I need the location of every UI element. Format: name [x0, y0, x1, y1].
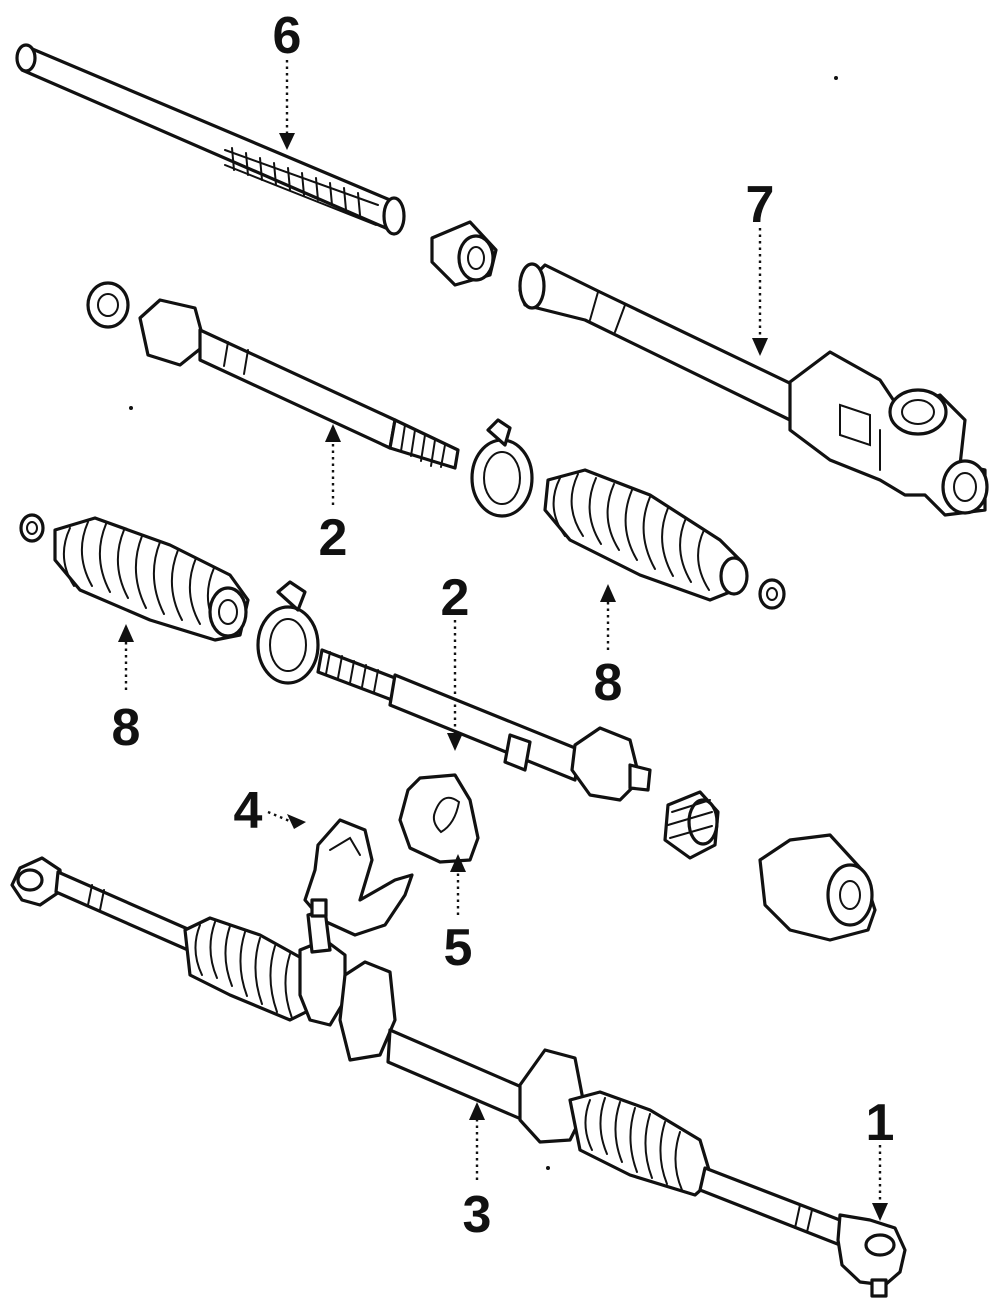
small-bushing	[663, 790, 720, 860]
rack-housing-part	[518, 262, 989, 517]
rack-boot-left	[53, 516, 250, 642]
insulator-part	[398, 773, 480, 864]
nut-right	[758, 578, 786, 610]
callout-2-lower: 2	[441, 569, 470, 627]
callout-6: 6	[273, 7, 302, 65]
mounting-bracket-part	[303, 818, 414, 937]
boot-clamp-upper	[470, 418, 534, 518]
inner-tie-rod-upper	[86, 281, 460, 470]
boot-clamp-lower	[256, 580, 320, 685]
leader-lines	[118, 60, 888, 1221]
rack-bushing	[430, 220, 498, 287]
outer-tie-rod-end-part	[836, 1213, 907, 1298]
rack-bar-part	[15, 43, 406, 236]
callout-1: 1	[866, 1094, 895, 1152]
mount-bushing	[758, 833, 877, 942]
rack-boot-right	[543, 468, 749, 602]
nut-left	[19, 513, 45, 543]
callout-4: 4	[234, 782, 263, 840]
inner-tie-rod-lower	[316, 648, 652, 802]
rack-and-pinion-assembly	[10, 856, 847, 1247]
print-specks	[129, 76, 838, 1170]
callout-3: 3	[463, 1186, 492, 1244]
callout-8-left: 8	[112, 699, 141, 757]
callout-5: 5	[444, 919, 473, 977]
callout-2-upper: 2	[319, 509, 348, 567]
callout-8-right: 8	[594, 654, 623, 712]
callout-7: 7	[746, 176, 775, 234]
